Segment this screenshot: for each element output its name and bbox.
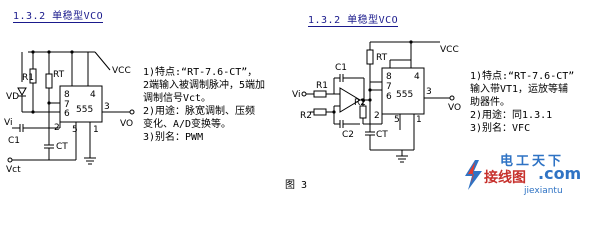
right-pin-8: 8	[386, 72, 392, 82]
left-note-line: 2端输入被调制脉冲，5端加	[143, 80, 266, 91]
left-label-ct: CT	[56, 142, 68, 152]
left-pin-8: 8	[64, 90, 70, 100]
left-note-line: 变化、A/D变换等。	[143, 119, 232, 130]
right-note-line: 助器件。	[470, 97, 510, 108]
figure-caption: 图 3	[285, 180, 308, 191]
right-note-line: 2)用途：同1.3.1	[470, 110, 553, 121]
left-label-vcc: VCC	[112, 66, 131, 76]
right-label-r2-left: R2	[300, 111, 312, 121]
left-label-vct: Vct	[6, 165, 21, 175]
right-label-r2-right: R2	[354, 98, 366, 108]
right-pin-5: 5	[394, 115, 400, 125]
watermark-site-name: 电工天下	[500, 154, 565, 169]
right-label-vcc: VCC	[440, 45, 459, 55]
right-label-vo: VO	[448, 103, 461, 113]
right-label-r1: R1	[316, 81, 328, 91]
left-notes: 1)特点:“RT-7.6-CT”， 2端输入被调制脉冲，5端加 调制信号Vct。…	[143, 66, 265, 144]
left-pin-7: 7	[64, 100, 70, 110]
left-label-vd: VD	[6, 92, 19, 102]
left-circuit-diagram: VCC R1 RT VD 8 4 7 6 555 3 2 5 1 VO Vi C…	[4, 50, 135, 175]
right-notes: 1)特点:“RT-7.6-CT” 输入带VT1，运放等辅 助器件。 2)用途：同…	[470, 70, 574, 135]
left-pin-5: 5	[72, 125, 78, 135]
left-pin-2: 2	[54, 123, 60, 133]
right-label-c2: C2	[342, 130, 354, 140]
left-label-vi: Vi	[4, 118, 12, 128]
watermark-jiexiantu: 接线图	[484, 170, 526, 186]
right-pin-3: 3	[426, 87, 432, 97]
right-label-rt: RT	[376, 53, 388, 63]
left-note-line: 1)特点:“RT-7.6-CT”，	[143, 67, 258, 78]
right-section-heading: 1.3.2 单稳型VCO	[308, 15, 399, 27]
watermark: 电工天下 接线图 .com jiexiantu	[462, 150, 594, 198]
left-pin-6: 6	[64, 109, 70, 119]
left-label-c1: C1	[8, 136, 20, 146]
left-label-vo: VO	[120, 119, 133, 129]
right-pin-1: 1	[416, 115, 422, 125]
right-pin-7: 7	[386, 82, 392, 92]
right-pin-4: 4	[414, 72, 420, 82]
right-circuit-diagram: VCC RT C1 Vi R1 R2 R2 C2 CT 8 4 7 6 555 …	[292, 40, 461, 163]
right-label-ct: CT	[376, 130, 388, 140]
left-note-line: 调制信号Vct。	[143, 93, 212, 104]
right-label-c1: C1	[335, 63, 347, 73]
left-note-line: 3)别名：PWM	[143, 132, 204, 143]
left-pin-4: 4	[90, 90, 96, 100]
left-label-rt: RT	[53, 70, 65, 80]
right-note-line: 输入带VT1，运放等辅	[470, 84, 569, 95]
left-label-r1: R1	[22, 73, 34, 83]
right-pin-6: 6	[386, 92, 392, 102]
right-label-vi: Vi	[292, 90, 300, 100]
right-pin-2: 2	[374, 111, 380, 121]
left-pin-3: 3	[104, 102, 110, 112]
right-ic-555: 555	[396, 90, 413, 100]
left-ic-555: 555	[76, 105, 93, 115]
watermark-dotcom: .com	[538, 164, 582, 183]
right-note-line: 1)特点:“RT-7.6-CT”	[470, 71, 575, 82]
watermark-url: jiexiantu	[524, 186, 563, 196]
lightning-logo-icon	[465, 160, 482, 190]
left-section-heading: 1.3.2 单稳型VCO	[13, 11, 104, 23]
left-pin-1: 1	[93, 125, 99, 135]
right-note-line: 3)别名：VFC	[470, 123, 531, 134]
left-note-line: 2)用途：脉宽调制、压频	[143, 106, 256, 117]
